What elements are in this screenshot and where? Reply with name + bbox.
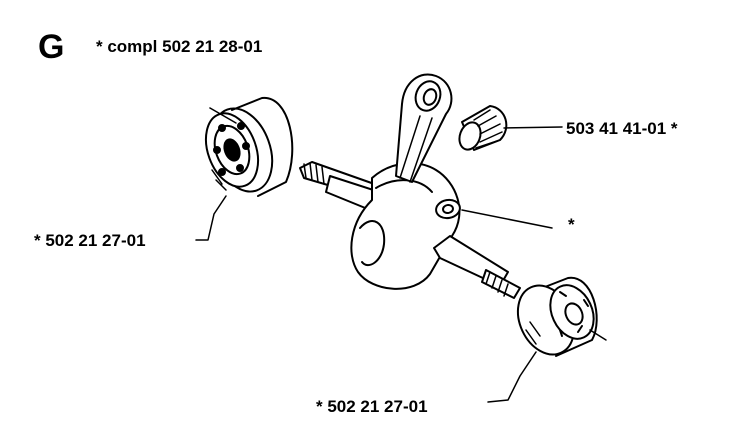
crankshaft-icon	[299, 73, 521, 299]
leader-line	[209, 107, 237, 124]
needle-bearing-icon	[458, 105, 508, 151]
ball-bearing-left-icon	[204, 96, 294, 197]
leader-line	[487, 351, 537, 403]
right-bearing-part-number: * 502 21 27-01	[316, 397, 428, 416]
left-bearing-part-number: * 502 21 27-01	[34, 231, 146, 250]
leader-line	[503, 126, 563, 129]
needle-bearing-part-number: 503 41 41-01 *	[566, 119, 678, 138]
leader-line	[589, 329, 607, 341]
ball-bearing-right-icon	[516, 276, 598, 357]
leader-line	[461, 209, 553, 229]
section-letter: G	[38, 28, 65, 66]
assembly-label: * compl 502 21 28-01	[96, 37, 263, 56]
crankshaft-callout: *	[568, 215, 575, 234]
leader-line	[195, 195, 227, 241]
